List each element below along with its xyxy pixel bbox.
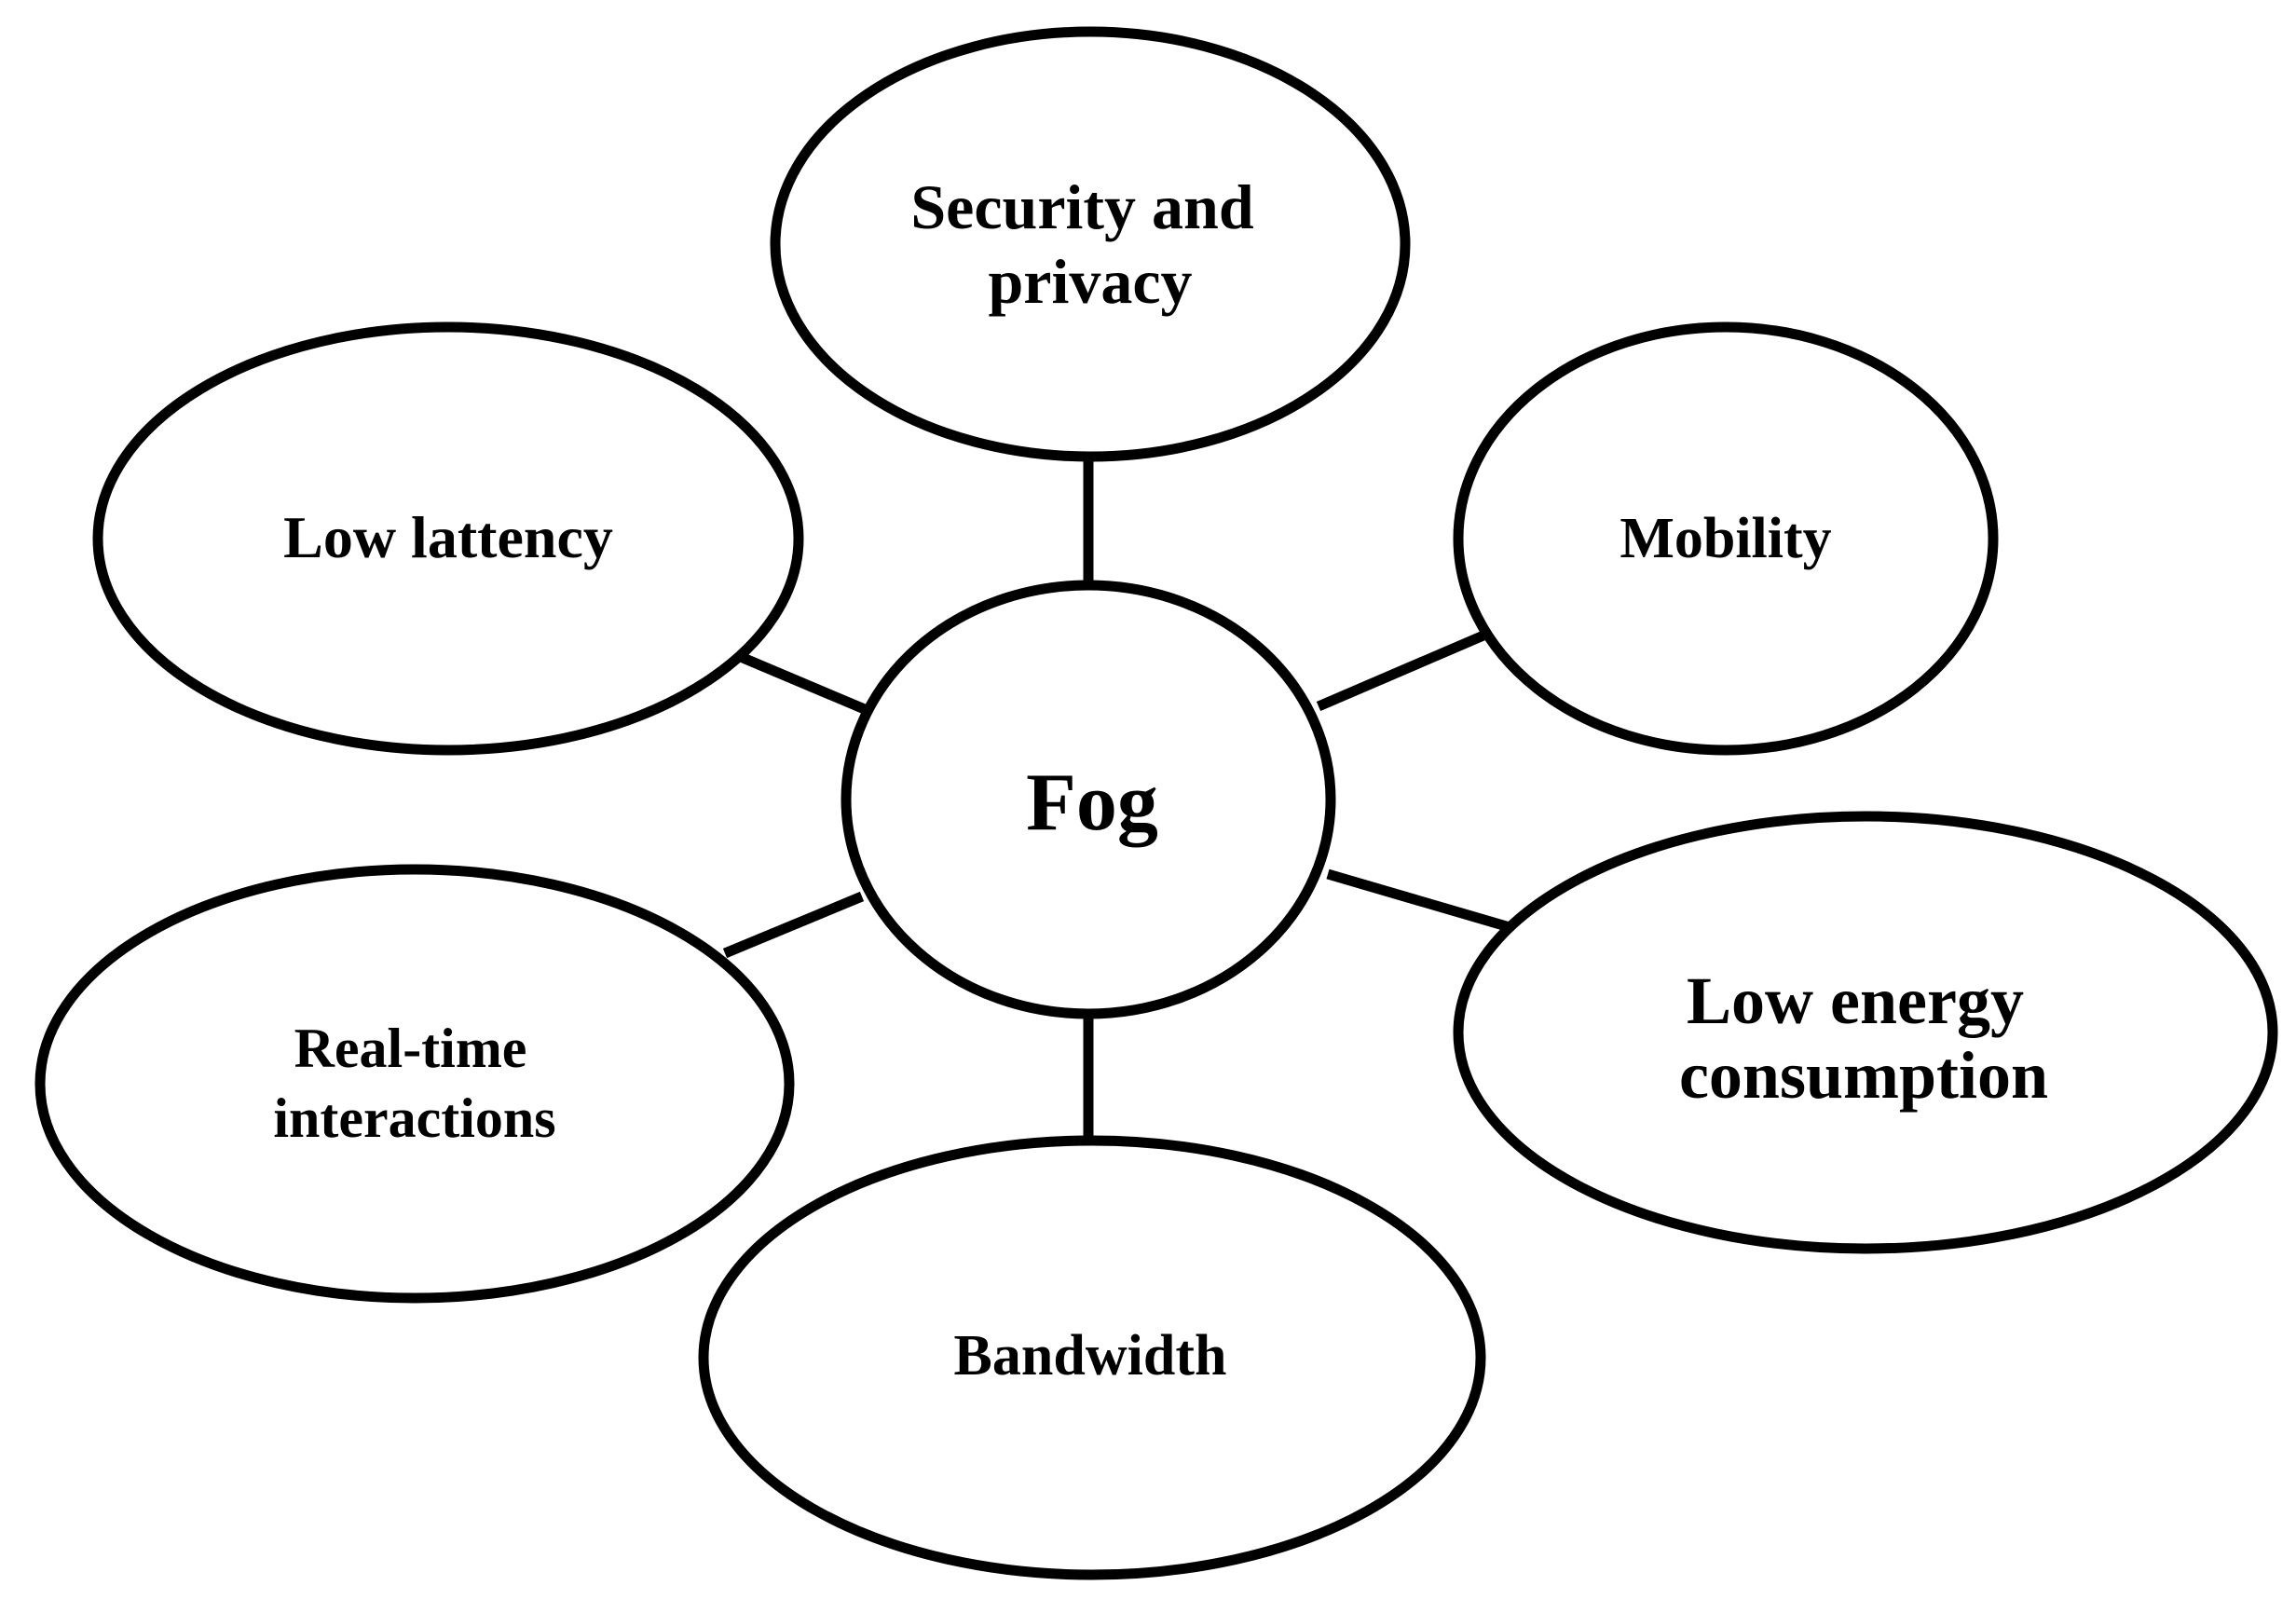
node-security-and-privacy: Security and privacy xyxy=(770,26,1411,462)
connector-real-time-interactions xyxy=(722,891,865,959)
node-mobility-label: Mobility xyxy=(1620,507,1831,570)
node-security-and-privacy-label-line-1: Security and xyxy=(910,171,1254,242)
node-real-time-interactions: Real-time interactions xyxy=(34,864,795,1304)
node-mobility: Mobility xyxy=(1453,321,1999,756)
node-real-time-interactions-label-line-2: interactions xyxy=(273,1087,555,1149)
center-node-label: Fog xyxy=(1026,758,1158,848)
node-bandwidth: Bandwidth xyxy=(698,1135,1486,1580)
connector-low-energy-consumption xyxy=(1326,868,1511,933)
connector-low-lattency xyxy=(738,651,869,716)
node-low-energy-consumption-label-line-2: consumption xyxy=(1679,1038,2048,1113)
node-low-lattency: Low lattency xyxy=(92,321,804,756)
node-security-and-privacy-label-line-2: privacy xyxy=(988,246,1192,317)
node-bandwidth-label-line-1: Bandwidth xyxy=(954,1324,1227,1387)
node-bandwidth-shape xyxy=(698,1135,1486,1580)
center-node-shape xyxy=(840,580,1336,1019)
node-low-lattency-shape xyxy=(92,321,804,756)
node-low-energy-consumption-label: Low energy consumption xyxy=(1679,964,2048,1113)
connector-mobility xyxy=(1316,630,1486,712)
node-low-energy-consumption-label-line-1: Low energy xyxy=(1687,964,2024,1038)
node-mobility-label-line-1: Mobility xyxy=(1620,507,1831,570)
node-real-time-interactions-label: Real-time interactions xyxy=(273,1018,555,1149)
node-bandwidth-label: Bandwidth xyxy=(954,1324,1227,1387)
connectors xyxy=(722,455,1511,1141)
node-real-time-interactions-label-line-1: Real-time xyxy=(294,1018,527,1079)
node-low-lattency-label: Low lattency xyxy=(283,504,613,570)
node-low-energy-consumption: Low energy consumption xyxy=(1453,811,2278,1254)
node-security-and-privacy-label: Security and privacy xyxy=(910,171,1269,317)
node-real-time-interactions-shape xyxy=(34,864,795,1304)
node-mobility-shape xyxy=(1453,321,1999,756)
node-low-energy-consumption-shape xyxy=(1453,811,2278,1254)
node-security-and-privacy-shape xyxy=(770,26,1411,462)
center-node-label-text: Fog xyxy=(1026,758,1158,848)
center-node: Fog xyxy=(840,580,1336,1019)
node-low-lattency-label-line-1: Low lattency xyxy=(283,504,613,570)
